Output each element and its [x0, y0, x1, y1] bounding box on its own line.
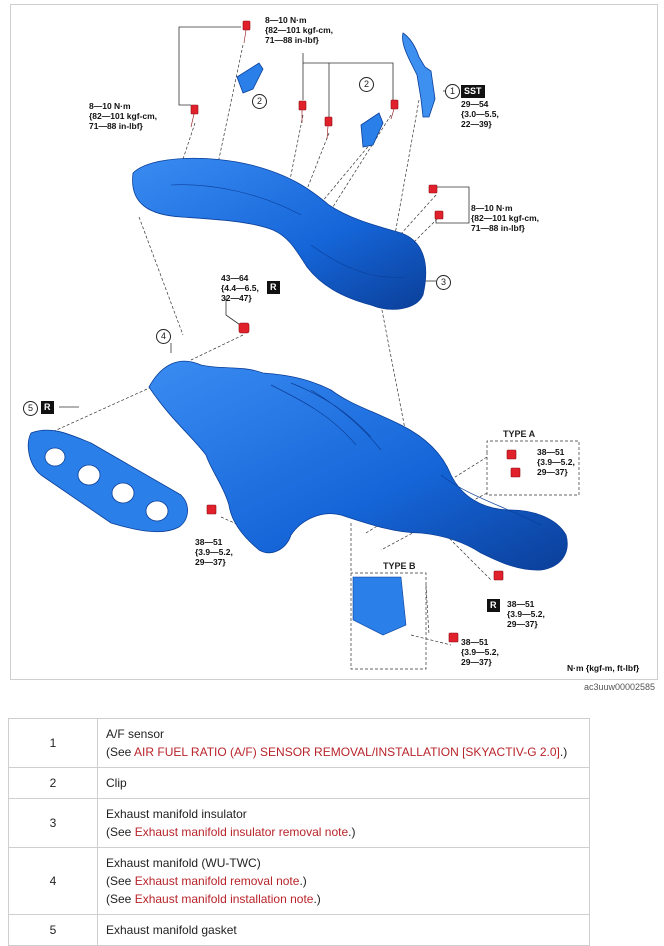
- insulator-shape: [132, 157, 427, 310]
- callout-4: 4: [156, 329, 171, 344]
- r-tag-nut: R: [267, 281, 280, 294]
- torque-label-type-a: 38—51{3.9—5.2,29—37}: [537, 447, 575, 477]
- torque-label-bottom-right: 38—51{3.9—5.2,29—37}: [507, 599, 545, 629]
- manifold-shape: [148, 360, 568, 571]
- torque-label-type-b: 38—51{3.9—5.2,29—37}: [461, 637, 499, 667]
- part-number: 5: [8, 914, 98, 946]
- part-name: A/F sensor: [106, 727, 165, 741]
- torque-label-bottom-left: 38—51{3.9—5.2,29—37}: [195, 537, 233, 567]
- part-name: Clip: [106, 776, 127, 790]
- part-description: Clip: [97, 767, 590, 799]
- part-number: 3: [8, 798, 98, 848]
- part-description: Exhaust manifold (WU-TWC) (See Exhaust ma…: [97, 847, 590, 915]
- torque-label-sensor: 29—54{3.0—5.5,22—39}: [461, 99, 499, 129]
- parts-row: 3 Exhaust manifold insulator (See Exhaust …: [8, 798, 590, 848]
- clip-shape-right: [360, 112, 384, 148]
- diagram-art: [27, 20, 580, 670]
- callout-2-right: 2: [359, 77, 374, 92]
- part-number: 1: [8, 718, 98, 768]
- type-b-label: TYPE B: [383, 561, 416, 571]
- part-description: Exhaust manifold insulator (See Exhaust m…: [97, 798, 590, 848]
- sst-tag: SST: [461, 85, 485, 98]
- parts-row: 4 Exhaust manifold (WU-TWC) (See Exhaust m…: [8, 847, 590, 915]
- part-reference: (See Exhaust manifold installation note.…: [106, 892, 321, 906]
- parts-table: 1 A/F sensor (See AIR FUEL RATIO (A/F) SEN…: [8, 718, 590, 946]
- parts-row: 5 Exhaust manifold gasket: [8, 914, 590, 946]
- part-name: Exhaust manifold (WU-TWC): [106, 856, 261, 870]
- part-description: A/F sensor (See AIR FUEL RATIO (A/F) SENS…: [97, 718, 590, 768]
- part-number: 2: [8, 767, 98, 799]
- type-a-label: TYPE A: [503, 429, 536, 439]
- callout-3: 3: [436, 275, 451, 290]
- af-sensor-shape: [402, 32, 436, 118]
- parts-row: 2 Clip: [8, 767, 590, 799]
- reference-link[interactable]: Exhaust manifold insulator removal note: [134, 825, 349, 839]
- r-tag-gasket: R: [41, 401, 54, 414]
- reference-link[interactable]: Exhaust manifold removal note: [134, 874, 300, 888]
- reference-link[interactable]: AIR FUEL RATIO (A/F) SENSOR REMOVAL/INST…: [134, 745, 560, 759]
- torque-label-left-bolt: 8—10 N·m{82—101 kgf-cm,71—88 in-lbf}: [89, 101, 158, 131]
- torque-label-clip: 8—10 N·m{82—101 kgf-cm,71—88 in-lbf}: [265, 15, 334, 45]
- leader-lines: [59, 26, 470, 408]
- part-number: 4: [8, 847, 98, 915]
- torque-label-nut: 43—64{4.4—6.5,32—47}: [221, 273, 259, 303]
- torque-label-right-bolt: 8—10 N·m{82—101 kgf-cm,71—88 in-lbf}: [471, 203, 540, 233]
- part-name: Exhaust manifold gasket: [106, 923, 237, 937]
- r-tag-bottom: R: [487, 599, 500, 612]
- part-reference: (See Exhaust manifold insulator removal …: [106, 825, 356, 839]
- part-reference: (See Exhaust manifold removal note.): [106, 874, 307, 888]
- callout-1: 1: [445, 84, 460, 99]
- callout-2-left: 2: [252, 94, 267, 109]
- fasteners: [190, 20, 521, 643]
- reference-link[interactable]: Exhaust manifold installation note: [134, 892, 314, 906]
- callout-5: 5: [23, 401, 38, 416]
- units-label: N·m {kgf-m, ft-lbf}: [567, 663, 640, 673]
- part-description: Exhaust manifold gasket: [97, 914, 590, 946]
- clip-shape-left: [236, 62, 264, 94]
- exploded-diagram: 8—10 N·m{82—101 kgf-cm,71—88 in-lbf} 8—1…: [10, 4, 658, 680]
- parts-row: 1 A/F sensor (See AIR FUEL RATIO (A/F) SEN…: [8, 718, 590, 768]
- figure-id: ac3uuw00002585: [584, 682, 656, 692]
- part-reference: (See AIR FUEL RATIO (A/F) SENSOR REMOVAL…: [106, 745, 568, 759]
- part-name: Exhaust manifold insulator: [106, 807, 247, 821]
